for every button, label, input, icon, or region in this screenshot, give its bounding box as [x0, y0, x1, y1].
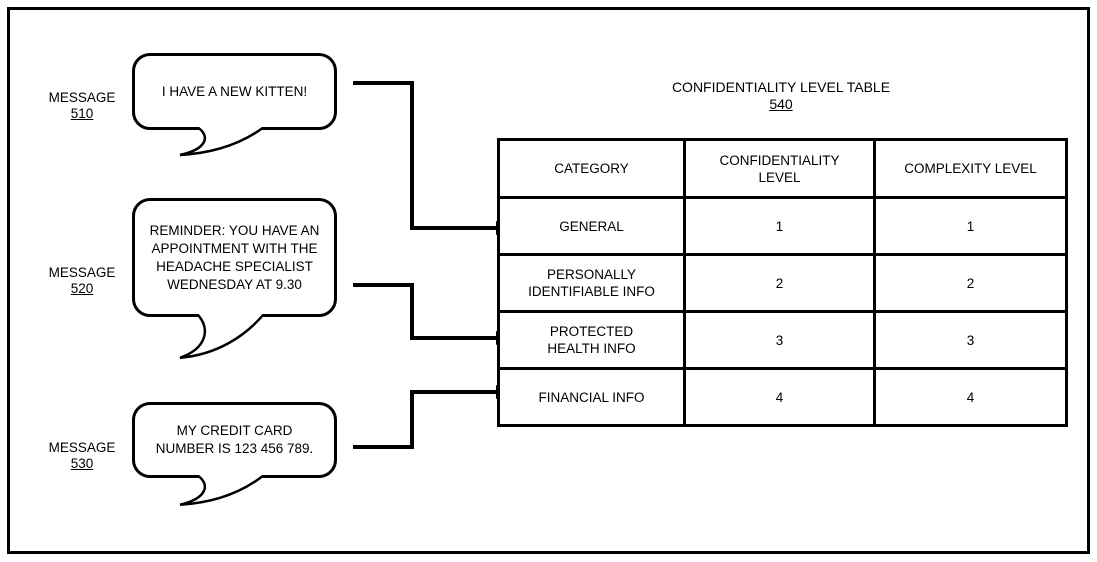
connector-520-into-table [410, 336, 497, 340]
message-520-label: MESSAGE 520 [27, 265, 137, 297]
cell-confidentiality: 4 [683, 367, 876, 427]
cell-confidentiality: 1 [683, 196, 876, 256]
connector-530-into-table [410, 390, 497, 394]
column-header-complexity-level: COMPLEXITY LEVEL [873, 138, 1068, 199]
cell-confidentiality: 2 [683, 253, 876, 313]
message-510-label-text: MESSAGE [48, 90, 116, 105]
speech-bubble-520: REMINDER: YOU HAVE AN APPOINTMENT WITH T… [132, 198, 337, 317]
cell-complexity: 1 [873, 196, 1068, 256]
connector-510-horizontal [353, 81, 414, 85]
connector-510-vertical [410, 81, 414, 230]
cell-category: PERSONALLY IDENTIFIABLE INFO [497, 253, 686, 313]
message-530-label-text: MESSAGE [48, 440, 116, 455]
connector-520-horizontal [353, 283, 414, 287]
speech-bubble-530-tail [174, 475, 269, 509]
message-530-ref: 530 [70, 456, 94, 471]
message-520-label-text: MESSAGE [48, 265, 116, 280]
table-row: GENERAL 1 1 [497, 196, 1068, 256]
table-header-row: CATEGORY CONFIDENTIALITY LEVEL COMPLEXIT… [497, 138, 1068, 199]
cell-complexity: 2 [873, 253, 1068, 313]
confidentiality-level-table: CATEGORY CONFIDENTIALITY LEVEL COMPLEXIT… [497, 138, 1068, 427]
speech-bubble-530: MY CREDIT CARD NUMBER IS 123 456 789. [132, 402, 337, 478]
speech-bubble-520-tail [174, 314, 269, 364]
message-510-text: I HAVE A NEW KITTEN! [161, 83, 308, 99]
connector-520-vertical [410, 283, 414, 340]
connector-510-into-table [410, 226, 497, 230]
message-510-ref: 510 [70, 106, 94, 121]
connector-530-vertical [410, 390, 414, 449]
column-header-category: CATEGORY [497, 138, 686, 199]
cell-complexity: 3 [873, 310, 1068, 370]
message-520-text: REMINDER: YOU HAVE AN APPOINTMENT WITH T… [149, 222, 320, 292]
table-row: PERSONALLY IDENTIFIABLE INFO 2 2 [497, 253, 1068, 313]
table-title: CONFIDENTIALITY LEVEL TABLE [671, 79, 891, 95]
speech-bubble-510: I HAVE A NEW KITTEN! [132, 53, 337, 130]
column-header-confidentiality-level: CONFIDENTIALITY LEVEL [683, 138, 876, 199]
figure-border [7, 7, 1090, 554]
cell-category: GENERAL [497, 196, 686, 256]
cell-category: FINANCIAL INFO [497, 367, 686, 427]
speech-bubble-510-tail [174, 127, 269, 159]
connector-530-horizontal [353, 445, 414, 449]
message-520-ref: 520 [70, 281, 94, 296]
message-530-text: MY CREDIT CARD NUMBER IS 123 456 789. [155, 423, 314, 456]
cell-category: PROTECTED HEALTH INFO [497, 310, 686, 370]
message-510-label: MESSAGE 510 [27, 90, 137, 122]
table-ref: 540 [769, 96, 793, 112]
table-row: FINANCIAL INFO 4 4 [497, 367, 1068, 427]
table-row: PROTECTED HEALTH INFO 3 3 [497, 310, 1068, 370]
cell-complexity: 4 [873, 367, 1068, 427]
cell-confidentiality: 3 [683, 310, 876, 370]
table-title-block: CONFIDENTIALITY LEVEL TABLE 540 [497, 79, 1065, 113]
message-530-label: MESSAGE 530 [27, 440, 137, 472]
